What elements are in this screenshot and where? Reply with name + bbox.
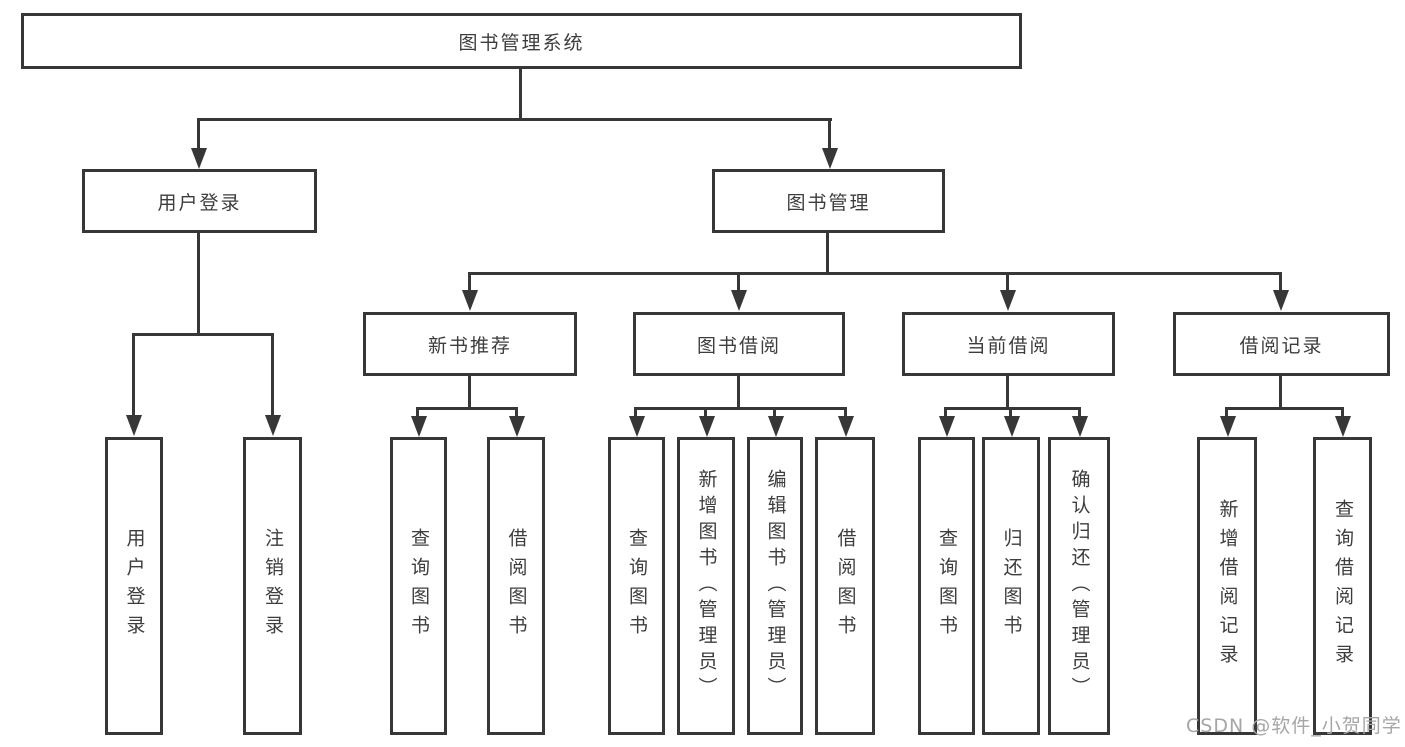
- connector-root-trunk: [519, 69, 522, 119]
- connector-drop-borrowing-records: [1279, 272, 1282, 292]
- arrowhead-icon: [1072, 416, 1088, 437]
- arrowhead-icon: [629, 416, 645, 437]
- leaf-query-book-1-label: 查询图书: [408, 528, 430, 644]
- leaf-borrow-book-1: 借阅图书: [487, 437, 545, 735]
- arrowhead-icon: [1220, 416, 1236, 437]
- connector-branch-borrowing-records: [1225, 407, 1344, 410]
- node-borrowing-records: 借阅记录: [1173, 312, 1390, 376]
- connector-branch-user-login: [132, 333, 274, 336]
- arrowhead-icon: [822, 148, 838, 169]
- node-root-label: 图书管理系统: [458, 31, 585, 54]
- csdn-watermark: CSDN @软件_小贺同学: [1186, 715, 1402, 737]
- connector-drop-leaf: [1341, 407, 1344, 419]
- leaf-logout-label: 注销登录: [262, 528, 284, 644]
- connector-stem-current-borrowing: [1006, 376, 1009, 410]
- arrowhead-icon: [731, 290, 747, 311]
- leaf-confirm-return-admin-label: 确认归还（管理员）: [1068, 469, 1091, 703]
- connector-drop-leaf: [416, 407, 419, 419]
- leaf-query-borrow-record-label: 查询借阅记录: [1332, 499, 1354, 673]
- arrowhead-icon: [411, 416, 427, 437]
- arrowhead-icon: [191, 148, 207, 169]
- node-book-management-label: 图书管理: [786, 191, 871, 214]
- leaf-borrow-book-2: 借阅图书: [815, 437, 875, 735]
- connector-branch-current-borrowing: [944, 407, 1081, 410]
- connector-drop-leaf: [944, 407, 947, 419]
- connector-book-management-stem: [826, 233, 829, 275]
- leaf-logout: 注销登录: [243, 437, 302, 735]
- connector-drop-new-book: [468, 272, 471, 292]
- arrowhead-icon: [699, 416, 715, 437]
- node-book-borrowing-label: 图书借阅: [696, 334, 781, 357]
- arrowhead-icon: [838, 416, 854, 437]
- arrowhead-icon: [1004, 416, 1020, 437]
- connector-drop-leaf-user-login: [132, 333, 135, 417]
- arrowhead-icon: [126, 415, 142, 436]
- arrowhead-icon: [265, 415, 281, 436]
- connector-drop-leaf-logout: [271, 333, 274, 417]
- arrowhead-icon: [509, 416, 525, 437]
- leaf-add-borrow-record: 新增借阅记录: [1197, 437, 1257, 735]
- node-current-borrowing: 当前借阅: [902, 312, 1115, 376]
- leaf-query-borrow-record: 查询借阅记录: [1313, 437, 1372, 735]
- arrowhead-icon: [768, 416, 784, 437]
- leaf-query-book-3: 查询图书: [918, 437, 975, 735]
- node-user-login: 用户登录: [82, 169, 317, 233]
- leaf-borrow-book-2-label: 借阅图书: [834, 528, 857, 644]
- node-new-book-recommend: 新书推荐: [363, 312, 577, 376]
- connector-drop-book-management: [828, 118, 831, 151]
- arrowhead-icon: [939, 416, 955, 437]
- connector-drop-leaf: [773, 407, 776, 419]
- leaf-add-borrow-record-label: 新增借阅记录: [1216, 499, 1239, 673]
- connector-drop-leaf: [1078, 407, 1081, 419]
- connector-drop-book-borrowing: [737, 272, 740, 292]
- leaf-add-book-admin-label: 新增图书（管理员）: [695, 469, 718, 703]
- leaf-add-book-admin: 新增图书（管理员）: [677, 437, 735, 735]
- connector-drop-user-login: [197, 118, 200, 151]
- connector-drop-leaf: [844, 407, 847, 419]
- arrowhead-icon: [1000, 290, 1016, 311]
- node-book-management: 图书管理: [712, 169, 945, 233]
- leaf-edit-book-admin: 编辑图书（管理员）: [747, 437, 803, 735]
- connector-drop-leaf: [1009, 407, 1012, 419]
- node-borrowing-records-label: 借阅记录: [1239, 334, 1324, 357]
- leaf-query-book-3-label: 查询图书: [936, 528, 958, 644]
- node-new-book-recommend-label: 新书推荐: [427, 334, 512, 357]
- leaf-query-book-2: 查询图书: [608, 437, 665, 735]
- node-root: 图书管理系统: [21, 13, 1022, 69]
- connector-stem-new-book: [468, 376, 471, 410]
- leaf-borrow-book-1-label: 借阅图书: [505, 528, 528, 644]
- connector-drop-current-borrowing: [1006, 272, 1009, 292]
- leaf-query-book-1: 查询图书: [390, 437, 447, 735]
- leaf-return-book-label: 归还图书: [1000, 528, 1023, 644]
- leaf-return-book: 归还图书: [982, 437, 1040, 735]
- leaf-query-book-2-label: 查询图书: [626, 528, 648, 644]
- connector-user-login-stem: [197, 233, 200, 336]
- arrowhead-icon: [1273, 290, 1289, 311]
- leaf-user-login-label: 用户登录: [123, 528, 146, 644]
- connector-stem-book-borrowing: [737, 376, 740, 410]
- arrowhead-icon: [1335, 416, 1351, 437]
- leaf-edit-book-admin-label: 编辑图书（管理员）: [764, 469, 787, 703]
- connector-drop-leaf: [515, 407, 518, 419]
- connector-branch-book-borrowing: [634, 407, 847, 410]
- node-book-borrowing: 图书借阅: [633, 312, 845, 376]
- connector-drop-leaf: [1225, 407, 1228, 419]
- node-user-login-label: 用户登录: [157, 191, 242, 214]
- arrowhead-icon: [462, 290, 478, 311]
- connector-drop-leaf: [704, 407, 707, 419]
- connector-branch-level1: [198, 118, 832, 121]
- connector-branch-level2: [468, 272, 1282, 275]
- connector-branch-new-book: [416, 407, 518, 410]
- connector-drop-leaf: [634, 407, 637, 419]
- connector-stem-borrowing-records: [1279, 376, 1282, 410]
- node-current-borrowing-label: 当前借阅: [966, 334, 1051, 357]
- leaf-confirm-return-admin: 确认归还（管理员）: [1048, 437, 1110, 735]
- leaf-user-login: 用户登录: [105, 437, 163, 735]
